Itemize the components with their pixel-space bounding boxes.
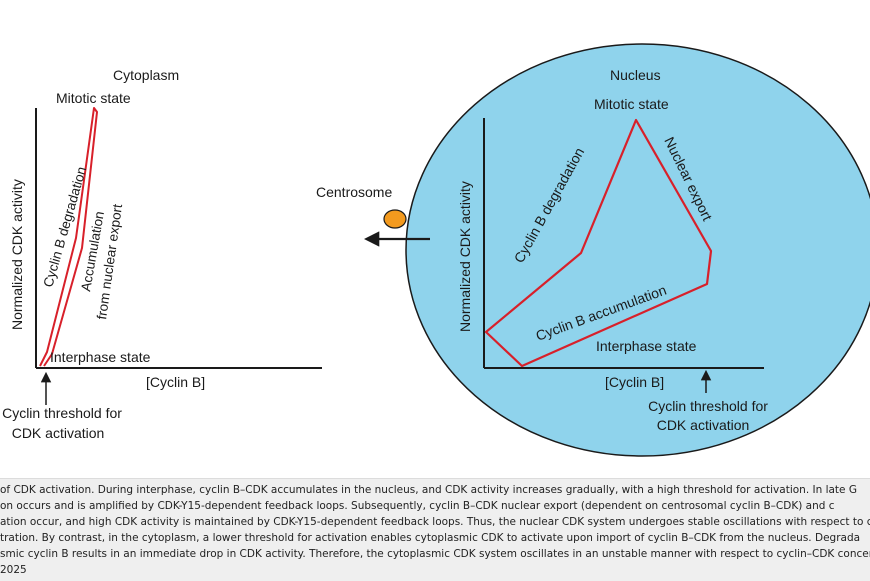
nucleus-x-axis-label: [Cyclin B] xyxy=(605,374,664,390)
centrosome-label: Centrosome xyxy=(316,184,392,200)
nucleus-activity-loop xyxy=(484,118,713,368)
nucleus-mitotic-state-label: Mitotic state xyxy=(594,96,669,112)
caption-line-6: 2025 xyxy=(0,564,27,576)
nucleus-ellipse xyxy=(405,43,870,457)
cytoplasm-activity-curve xyxy=(39,107,98,367)
cytoplasm-x-axis-label: [Cyclin B] xyxy=(146,374,205,390)
cytoplasm-title: Cytoplasm xyxy=(113,67,179,83)
caption-line-4: tration. By contrast, in the cytoplasm, … xyxy=(0,532,861,544)
figure-caption: of CDK activation. During interphase, cy… xyxy=(0,478,870,581)
caption-line-5: smic cyclin B results in an immediate dr… xyxy=(0,548,870,560)
caption-line-2: on occurs and is amplified by CDK-Y15-de… xyxy=(0,500,835,512)
cytoplasm-y-axis-label: Normalized CDK activity xyxy=(9,179,25,330)
cytoplasm-mitotic-state-label: Mitotic state xyxy=(56,90,131,106)
nucleus-panel: Nucleus Mitotic state Normalized CDK act… xyxy=(405,43,870,457)
cytoplasm-threshold-line2: CDK activation xyxy=(12,425,105,441)
cytoplasm-panel: Cytoplasm Mitotic state Normalized CDK a… xyxy=(2,67,322,441)
nucleus-title: Nucleus xyxy=(610,67,661,83)
nucleus-threshold-line1: Cyclin threshold for xyxy=(648,398,768,414)
nucleus-y-axis-label: Normalized CDK activity xyxy=(457,181,473,332)
centrosome-icon xyxy=(383,209,407,229)
cdk-diagram-figure: Cytoplasm Mitotic state Normalized CDK a… xyxy=(2,43,870,457)
nucleus-threshold-line2: CDK activation xyxy=(657,417,750,433)
cytoplasm-threshold-line1: Cyclin threshold for xyxy=(2,405,122,421)
cytoplasm-interphase-label: Interphase state xyxy=(50,349,151,365)
caption-line-1: of CDK activation. During interphase, cy… xyxy=(0,484,857,496)
centrosome-group: Centrosome xyxy=(316,184,430,247)
diagram-svg: Cytoplasm Mitotic state Normalized CDK a… xyxy=(2,43,870,457)
caption-line-3: ation occur, and high CDK activity is ma… xyxy=(0,516,870,528)
nucleus-interphase-label: Interphase state xyxy=(596,338,697,354)
